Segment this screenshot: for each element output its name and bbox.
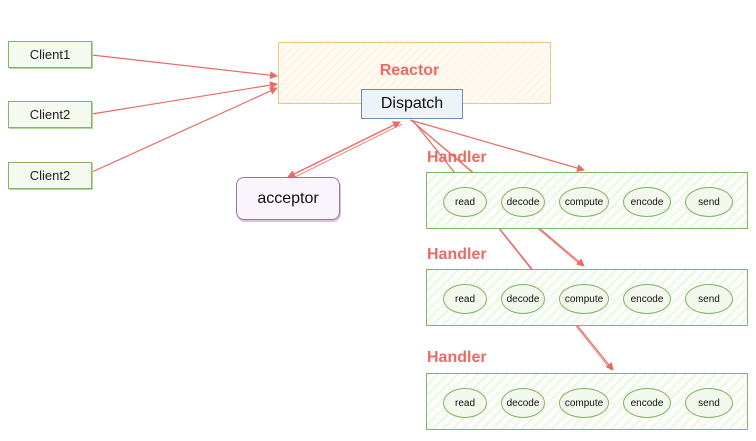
handler2-compute-op: compute	[559, 284, 609, 314]
reactor-title: Reactor	[379, 62, 440, 79]
handler1-compute-op: compute	[559, 187, 609, 217]
handler-box-2: read decode compute encode send	[426, 269, 748, 326]
handler2-encode-op: encode	[623, 284, 671, 314]
handler3-decode-op: decode	[501, 388, 545, 418]
handler1-decode-op: decode	[501, 187, 545, 217]
handler2-read-op: read	[443, 284, 487, 314]
handler-label-1: Handler	[427, 149, 487, 166]
client1-to-reactor-arrow	[91, 54, 278, 80]
dispatch-box: Dispatch	[361, 89, 463, 119]
handler1-read-op: read	[443, 187, 487, 217]
handler2-decode-op: decode	[501, 284, 545, 314]
client-box-1: Client1	[8, 41, 92, 68]
handler-label-3: Handler	[427, 349, 487, 366]
dispatch-acceptor-arrow	[287, 121, 401, 178]
acceptor-box: acceptor	[236, 177, 340, 220]
handler1-encode-op: encode	[623, 187, 671, 217]
handler3-compute-op: compute	[559, 388, 609, 418]
client-box-3: Client2	[8, 162, 92, 189]
handler3-send-op: send	[685, 388, 733, 418]
client-box-2: Client2	[8, 101, 92, 128]
handler3-encode-op: encode	[623, 388, 671, 418]
client2-to-reactor-arrow	[91, 81, 278, 115]
dispatch-to-handler1-arrow	[409, 119, 585, 172]
handler3-read-op: read	[443, 388, 487, 418]
dispatch-acceptor-arrow-sketch	[290, 123, 403, 180]
handler-label-2: Handler	[427, 246, 487, 263]
handler-box-3: read decode compute encode send	[426, 373, 748, 430]
dispatch-to-handler3-arrow-sketch	[415, 123, 612, 371]
handler2-send-op: send	[685, 284, 733, 314]
handler-box-1: read decode compute encode send	[426, 172, 748, 229]
handler1-send-op: send	[685, 187, 733, 217]
client3-to-reactor-arrow	[91, 87, 278, 173]
